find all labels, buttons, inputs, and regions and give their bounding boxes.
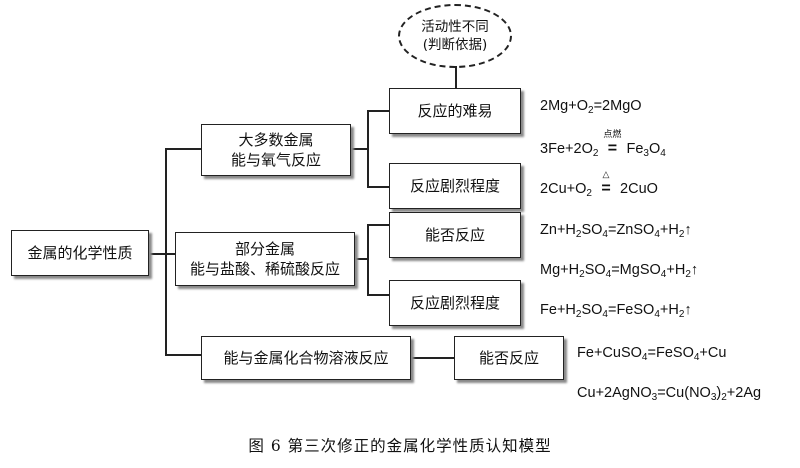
node-intensity-2-label: 反应剧烈程度 [409, 293, 500, 312]
node-difficulty-label: 反应的难易 [417, 101, 493, 120]
connector [350, 148, 368, 150]
branch-oxygen-line1: 大多数金属 [238, 130, 314, 149]
connector [455, 66, 457, 88]
branch-acid: 部分金属 能与盐酸、稀硫酸反应 [175, 232, 355, 286]
condition-heat: △ [602, 169, 610, 179]
branch-acid-line2: 能与盐酸、稀硫酸反应 [189, 260, 340, 278]
root-node: 金属的化学性质 [11, 230, 149, 276]
condition-ignite: 点燃 [603, 129, 622, 139]
branch-salt: 能与金属化合物溶液反应 [201, 336, 411, 380]
node-reacts-1: 能否反应 [389, 212, 521, 258]
branch-oxygen-line2: 能与氧气反应 [230, 151, 321, 169]
equation-mg-o2: 2Mg+O2=2MgO [540, 98, 642, 116]
root-label: 金属的化学性质 [27, 243, 133, 262]
branch-salt-label: 能与金属化合物溶液反应 [223, 348, 389, 367]
equation-fe-h2so4: Fe+H2SO4=FeSO4+H2↑ [540, 302, 692, 320]
node-reacts-2-label: 能否反应 [478, 348, 539, 367]
connector [367, 224, 369, 295]
equation-zn-h2so4: Zn+H2SO4=ZnSO4+H2↑ [540, 222, 692, 240]
equation-mg-h2so4: Mg+H2SO4=MgSO4+H2↑ [540, 262, 699, 280]
node-reacts-1-label: 能否反应 [424, 225, 485, 244]
equation-fe-cuso4: Fe+CuSO4=FeSO4+Cu [577, 345, 727, 363]
node-intensity-2: 反应剧烈程度 [389, 280, 521, 326]
equation-fe-o2: 3Fe+2O2 点燃= Fe3O4 [540, 129, 666, 159]
connector [165, 253, 175, 255]
connector [165, 148, 201, 150]
connector [367, 186, 389, 188]
equation-cu-o2: 2Cu+O2 △= 2CuO [540, 169, 658, 199]
note-line2: (判断依据) [422, 37, 488, 53]
equation-cu-agno3: Cu+2AgNO3=Cu(NO3)2+2Ag [577, 385, 762, 403]
connector [367, 110, 369, 186]
note-line1: 活动性不同 [421, 18, 489, 35]
node-reacts-2: 能否反应 [454, 336, 564, 380]
node-difficulty: 反应的难易 [389, 88, 521, 134]
branch-acid-line1: 部分金属 [234, 239, 295, 258]
connector [367, 224, 389, 226]
connector [367, 294, 389, 296]
connector [148, 253, 166, 255]
criterion-note: 活动性不同 (判断依据) [398, 4, 512, 68]
connector [165, 354, 201, 356]
branch-oxygen: 大多数金属 能与氧气反应 [201, 124, 351, 176]
node-intensity-1-label: 反应剧烈程度 [409, 176, 500, 195]
connector [410, 357, 454, 359]
connector [367, 110, 389, 112]
figure-caption: 图 6 第三次修正的金属化学性质认知模型 [248, 437, 552, 455]
node-intensity-1: 反应剧烈程度 [389, 163, 521, 209]
connector [165, 148, 167, 354]
connector [354, 258, 368, 260]
